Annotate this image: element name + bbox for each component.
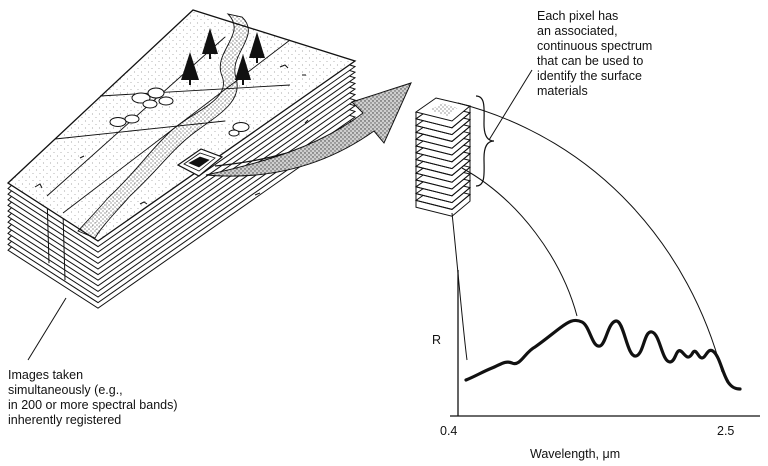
callout-line: continuous spectrum	[537, 39, 653, 53]
pixel-band-edge	[415, 187, 471, 210]
pixel-spectrum-callout: Each pixel has an associated, continuous…	[537, 9, 652, 99]
callout-line: Each pixel has	[537, 9, 619, 23]
images-callout-leader	[27, 297, 67, 361]
river	[77, 13, 249, 239]
pixel-band-edge	[415, 160, 471, 183]
pixel-band-edge	[415, 146, 471, 170]
callout-line: in 200 or more spectral bands)	[8, 398, 178, 412]
pixel-band-edge	[415, 133, 471, 156]
pixel-spectral-stack	[414, 97, 472, 217]
projection-curve-1	[451, 212, 468, 361]
brace	[475, 95, 495, 187]
projection-curve-2	[461, 167, 578, 317]
pixel-band-edge	[415, 119, 471, 142]
pixel-band-edge	[415, 112, 471, 136]
arrow-icon	[205, 82, 412, 177]
scene-image-top	[6, 9, 357, 242]
selected-pixel	[176, 148, 224, 177]
pixel-band-edge	[415, 167, 471, 190]
x-axis-min-label: 0.4	[440, 424, 458, 438]
pixel-band-edge	[415, 153, 471, 176]
pixel-band-edge	[415, 106, 471, 129]
projection-curve-3	[457, 102, 723, 373]
pixel-band-edge	[415, 180, 471, 204]
callout-line: simultaneously (e.g.,	[8, 383, 123, 397]
tree-icon	[235, 54, 251, 85]
callout-line: that can be used to	[537, 54, 644, 68]
callout-line: identify the surface	[537, 69, 642, 83]
x-axis-title: Wavelength, μm	[530, 447, 621, 461]
ground-marks	[34, 64, 309, 205]
tree-icon	[202, 28, 218, 59]
band-divider	[62, 212, 66, 281]
spectrum-plot	[450, 270, 760, 417]
tree-icon	[181, 52, 199, 85]
rock-icon	[109, 87, 250, 137]
pixel-band-edge	[415, 126, 471, 149]
y-axis-label: R	[432, 333, 442, 347]
callout-line: materials	[537, 84, 588, 98]
pixel-callout-leader	[488, 69, 533, 141]
pixel-texture	[430, 103, 458, 116]
pixel-band-edge	[415, 174, 471, 197]
spectrum-curve	[464, 318, 742, 391]
tree-icon	[249, 32, 265, 63]
callout-line: inherently registered	[8, 413, 122, 427]
pixel-band-edge	[415, 140, 471, 163]
images-callout: Images taken simultaneously (e.g., in 20…	[8, 368, 178, 428]
x-axis-max-label: 2.5	[717, 424, 735, 438]
callout-line: Images taken	[8, 368, 84, 382]
callout-line: an associated,	[537, 24, 618, 38]
